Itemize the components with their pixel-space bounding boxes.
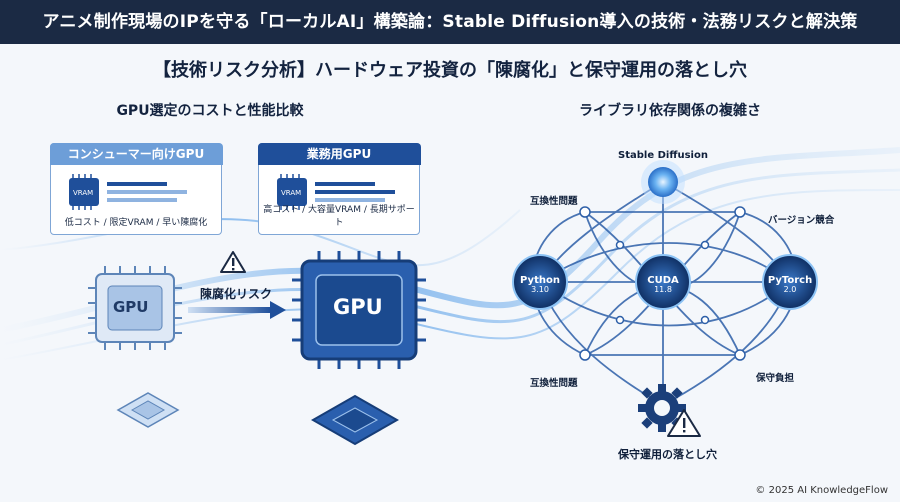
- python-node: Python 3.10: [515, 275, 565, 295]
- vram-chip-label: VRAM: [281, 189, 302, 197]
- compat-issue-label-top: 互換性問題: [530, 196, 578, 207]
- left-heading: GPU選定のコストと性能比較: [116, 103, 304, 119]
- cuda-node-name: CUDA: [647, 275, 679, 286]
- vram-chip-icon: [69, 174, 187, 210]
- compat-issue-label-bottom: 互換性問題: [530, 378, 578, 389]
- warning-icon: [220, 251, 246, 273]
- chip-board-icon: [310, 394, 400, 446]
- cuda-node: CUDA 11.8: [638, 275, 688, 295]
- consumer-gpu-card: コンシューマー向けGPU VRAM 低コスト / 限定VRAM / 早い陳腐化: [49, 142, 223, 235]
- vram-chip-icon: [277, 174, 395, 210]
- maintenance-burden-label: 保守負担: [756, 373, 795, 384]
- obsolescence-risk-label: 陳腐化リスク: [200, 287, 273, 301]
- consumer-gpu-caption: 低コスト / 限定VRAM / 早い陳腐化: [64, 218, 208, 228]
- gpu-small-icon: [88, 266, 182, 350]
- header-title: アニメ制作現場のIPを守る「ローカルAI」構築論：Stable Diffusio…: [0, 0, 900, 44]
- python-node-name: Python: [520, 275, 560, 286]
- chip-board-icon: [116, 392, 180, 428]
- stable-diffusion-label: Stable Diffusion: [618, 150, 708, 161]
- pytorch-node: PyTorch 2.0: [765, 275, 815, 295]
- pytorch-node-name: PyTorch: [767, 275, 813, 286]
- python-node-version: 3.10: [531, 285, 549, 294]
- cuda-node-version: 11.8: [654, 285, 672, 294]
- business-gpu-card: 業務用GPU VRAM 高コスト / 大容量VRAM / 長期サポート: [257, 142, 421, 235]
- business-gpu-title: 業務用GPU: [257, 142, 421, 165]
- business-gpu-caption: 高コスト / 大容量VRAM / 長期サポート: [263, 205, 415, 228]
- arrow-right-icon: [188, 301, 286, 319]
- consumer-gpu-title: コンシューマー向けGPU: [49, 142, 223, 165]
- vram-chip-label: VRAM: [73, 189, 94, 197]
- page-subtitle: 【技術リスク分析】ハードウェア投資の「陳腐化」と保守運用の落とし穴: [153, 60, 747, 81]
- right-heading: ライブラリ依存関係の複雑さ: [579, 103, 761, 119]
- gpu-small-label: GPU: [113, 298, 149, 316]
- gpu-large-icon: [292, 251, 426, 369]
- pitfall-label: 保守運用の落とし穴: [618, 448, 717, 461]
- gpu-large-label: GPU: [333, 295, 383, 319]
- version-conflict-label: バージョン競合: [768, 215, 835, 226]
- pytorch-node-version: 2.0: [783, 285, 797, 294]
- copyright-footer: © 2025 AI KnowledgeFlow: [755, 485, 888, 496]
- gear-warning-icon: [638, 384, 701, 437]
